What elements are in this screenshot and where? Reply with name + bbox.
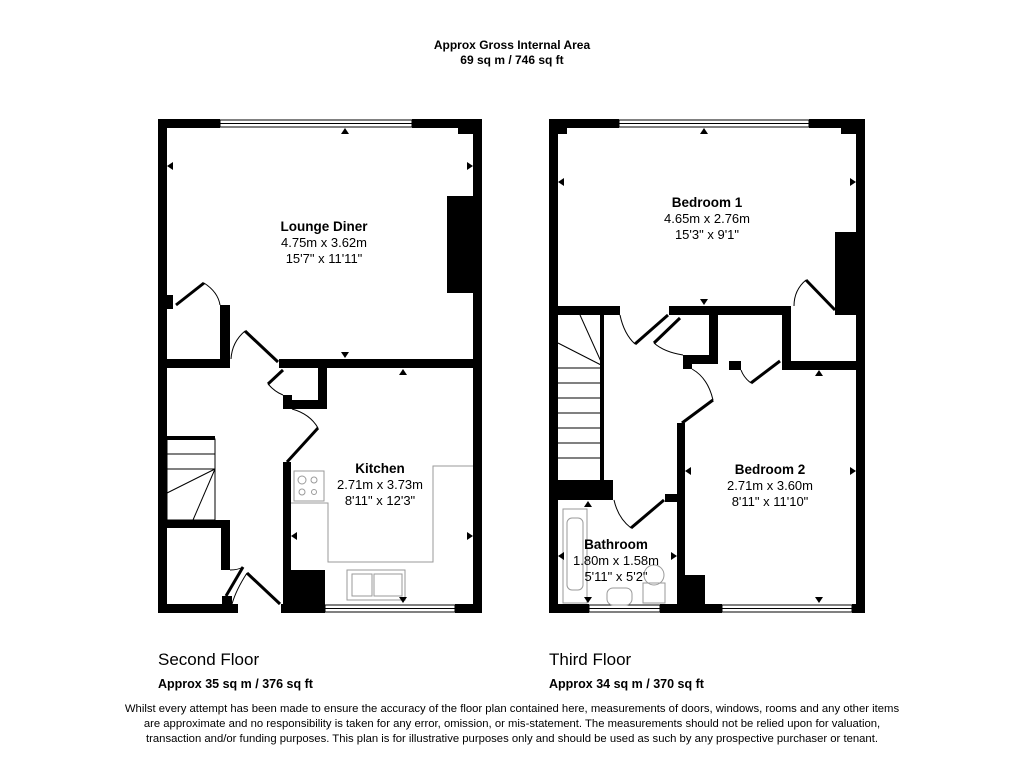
bathroom-window [588,604,661,613]
kitchen-worktops [291,465,473,601]
room-label-kitchen: Kitchen 2.71m x 3.73m 8'11" x 12'3" [337,461,423,509]
room-name: Bedroom 1 [671,195,743,210]
title-heading: Approx Gross Internal Area [433,38,591,52]
lounge-chimney-breast [447,196,473,293]
room-imperial-size: 8'11" x 12'3" [344,493,416,508]
second-floor-dimension-arrows [167,128,473,603]
room-name: Bedroom 2 [734,462,806,477]
disclaimer-text: Whilst every attempt has been made to en… [124,703,900,745]
room-imperial-size: 15'7" x 11'11" [285,251,363,266]
room-metric-size: 4.65m x 2.76m [664,211,750,226]
room-imperial-size: 8'11" x 11'10" [731,494,809,509]
room-name: Kitchen [355,461,405,476]
room-name: Lounge Diner [280,219,368,234]
third-floor-doors [613,278,837,530]
third-floor-dimension-arrows [558,128,856,603]
bedroom1-chimney-breast [835,232,856,315]
second-floor-plan [158,119,482,613]
third-floor-name: Third Floor [549,650,632,669]
room-label-lounge-diner: Lounge Diner 4.75m x 3.62m 15'7" x 11'11… [281,219,368,267]
room-metric-size: 1.80m x 1.58m [573,553,659,568]
room-metric-size: 4.75m x 3.62m [281,235,367,250]
room-metric-size: 2.71m x 3.73m [337,477,423,492]
third-floor-stairs [557,314,604,459]
second-floor-interior-walls [163,295,482,613]
third-floor-area: Approx 34 sq m / 370 sq ft [549,677,704,691]
room-label-bedroom-1: Bedroom 1 4.65m x 2.76m 15'3" x 9'1" [664,195,750,243]
room-imperial-size: 5'11" x 5'2" [584,569,648,584]
room-imperial-size: 15'3" x 9'1" [674,227,740,242]
room-metric-size: 2.71m x 3.60m [727,478,813,493]
bedroom1-window [618,119,810,128]
room-label-bathroom: Bathroom 1.80m x 1.58m 5'11" x 5'2" [573,537,659,585]
lounge-window [219,119,413,128]
room-label-bedroom-2: Bedroom 2 2.71m x 3.60m 8'11" x 11'10" [727,462,813,510]
kitchen-window [324,604,456,613]
second-floor-area: Approx 35 sq m / 376 sq ft [158,677,313,691]
bedroom2-window [721,604,853,613]
second-floor-name: Second Floor [158,650,260,669]
room-name: Bathroom [584,537,648,552]
title-total-area: 69 sq m / 746 sq ft [460,53,564,67]
gross-internal-area-title: Approx Gross Internal Area 69 sq m / 746… [0,38,1024,68]
second-floor-doors [175,281,320,606]
third-floor-plan [549,119,865,613]
second-floor-stairs [166,436,216,521]
